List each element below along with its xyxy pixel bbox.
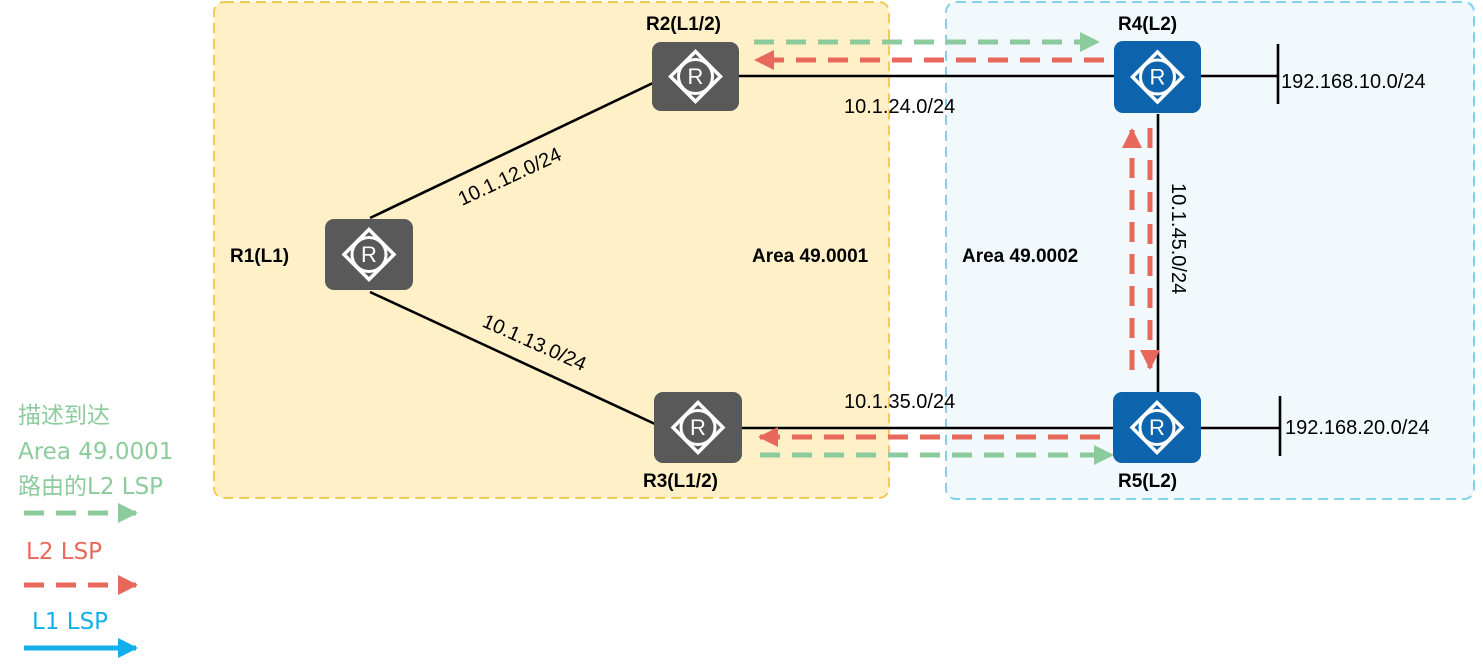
link-r1-r3 [369, 290, 656, 426]
router-r5-body [1113, 392, 1201, 463]
router-r2-label: R2(L1/2) [646, 14, 721, 35]
legend-green-line-3: 路由的L2 LSP [18, 474, 163, 500]
router-glyph-label: R [688, 64, 704, 89]
link-r1-r2 [369, 80, 656, 220]
router-glyph-label: R [690, 415, 706, 440]
subnet-r2-r4-label: 10.1.24.0/24 [844, 96, 955, 118]
router-r2[interactable]: R [652, 42, 739, 111]
legend-green-line-2: Area 49.0001 [18, 439, 173, 465]
area-49-0001-box [213, 1, 890, 499]
area-49-0001-label: Area 49.0001 [752, 246, 869, 267]
subnet-r3-r5-label: 10.1.35.0/24 [844, 391, 955, 413]
area-49-0002-box [945, 1, 1475, 500]
router-r3-label: R3(L1/2) [643, 471, 718, 492]
router-glyph-label: R [1149, 415, 1165, 440]
router-glyph-label: R [1150, 65, 1166, 90]
router-r3-body [654, 392, 742, 463]
router-r1-label: R1(L1) [230, 246, 289, 267]
router-r4[interactable]: R [1114, 41, 1201, 113]
links [369, 44, 1282, 456]
network-192-168-20-label: 192.168.20.0/24 [1285, 417, 1430, 439]
router-r2-body [652, 42, 739, 111]
network-192-168-10-label: 192.168.10.0/24 [1281, 71, 1426, 93]
lsp-arrows [754, 32, 1160, 465]
router-r3[interactable]: R [654, 392, 742, 463]
router-glyph-label: R [361, 242, 377, 267]
subnet-r4-r5-label: 10.1.45.0/24 [1167, 183, 1189, 294]
legend-green-line-1: 描述到达 [18, 403, 110, 429]
legend-blue-label: L1 LSP [32, 609, 108, 635]
router-r5-label: R5(L2) [1118, 471, 1177, 492]
legend: 描述到达 Area 49.0001 路由的L2 LSP L2 LSP L1 LS… [18, 403, 173, 658]
area-49-0002-label: Area 49.0002 [962, 246, 1078, 267]
router-r4-label: R4(L2) [1118, 14, 1177, 35]
router-r4-body [1114, 41, 1201, 113]
router-r1[interactable]: R [325, 219, 413, 290]
legend-red-label: L2 LSP [26, 539, 102, 565]
router-r5[interactable]: R [1113, 392, 1201, 463]
router-r1-body [325, 219, 413, 290]
